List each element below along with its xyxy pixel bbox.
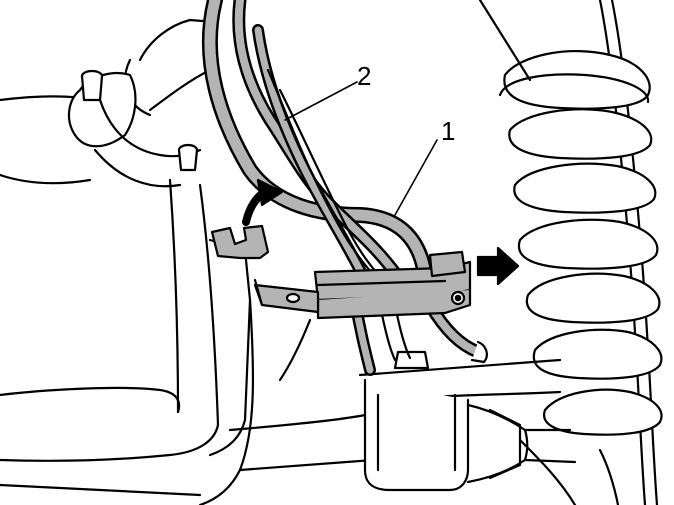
coil-spring	[478, 0, 663, 505]
mounting-bracket	[210, 224, 320, 314]
leader-line-2	[284, 81, 358, 121]
wiring-harness	[201, 0, 488, 382]
callout-1: 1	[441, 116, 456, 146]
leader-line-1	[394, 139, 438, 216]
curved-arrow-icon	[242, 178, 284, 226]
control-arm	[358, 350, 577, 492]
right-arrow-icon	[476, 246, 520, 286]
leader-lines	[284, 81, 438, 216]
shock-absorber	[67, 18, 217, 188]
harness-clamp	[313, 250, 472, 320]
callout-2: 2	[357, 61, 372, 91]
body-panel	[0, 95, 442, 505]
